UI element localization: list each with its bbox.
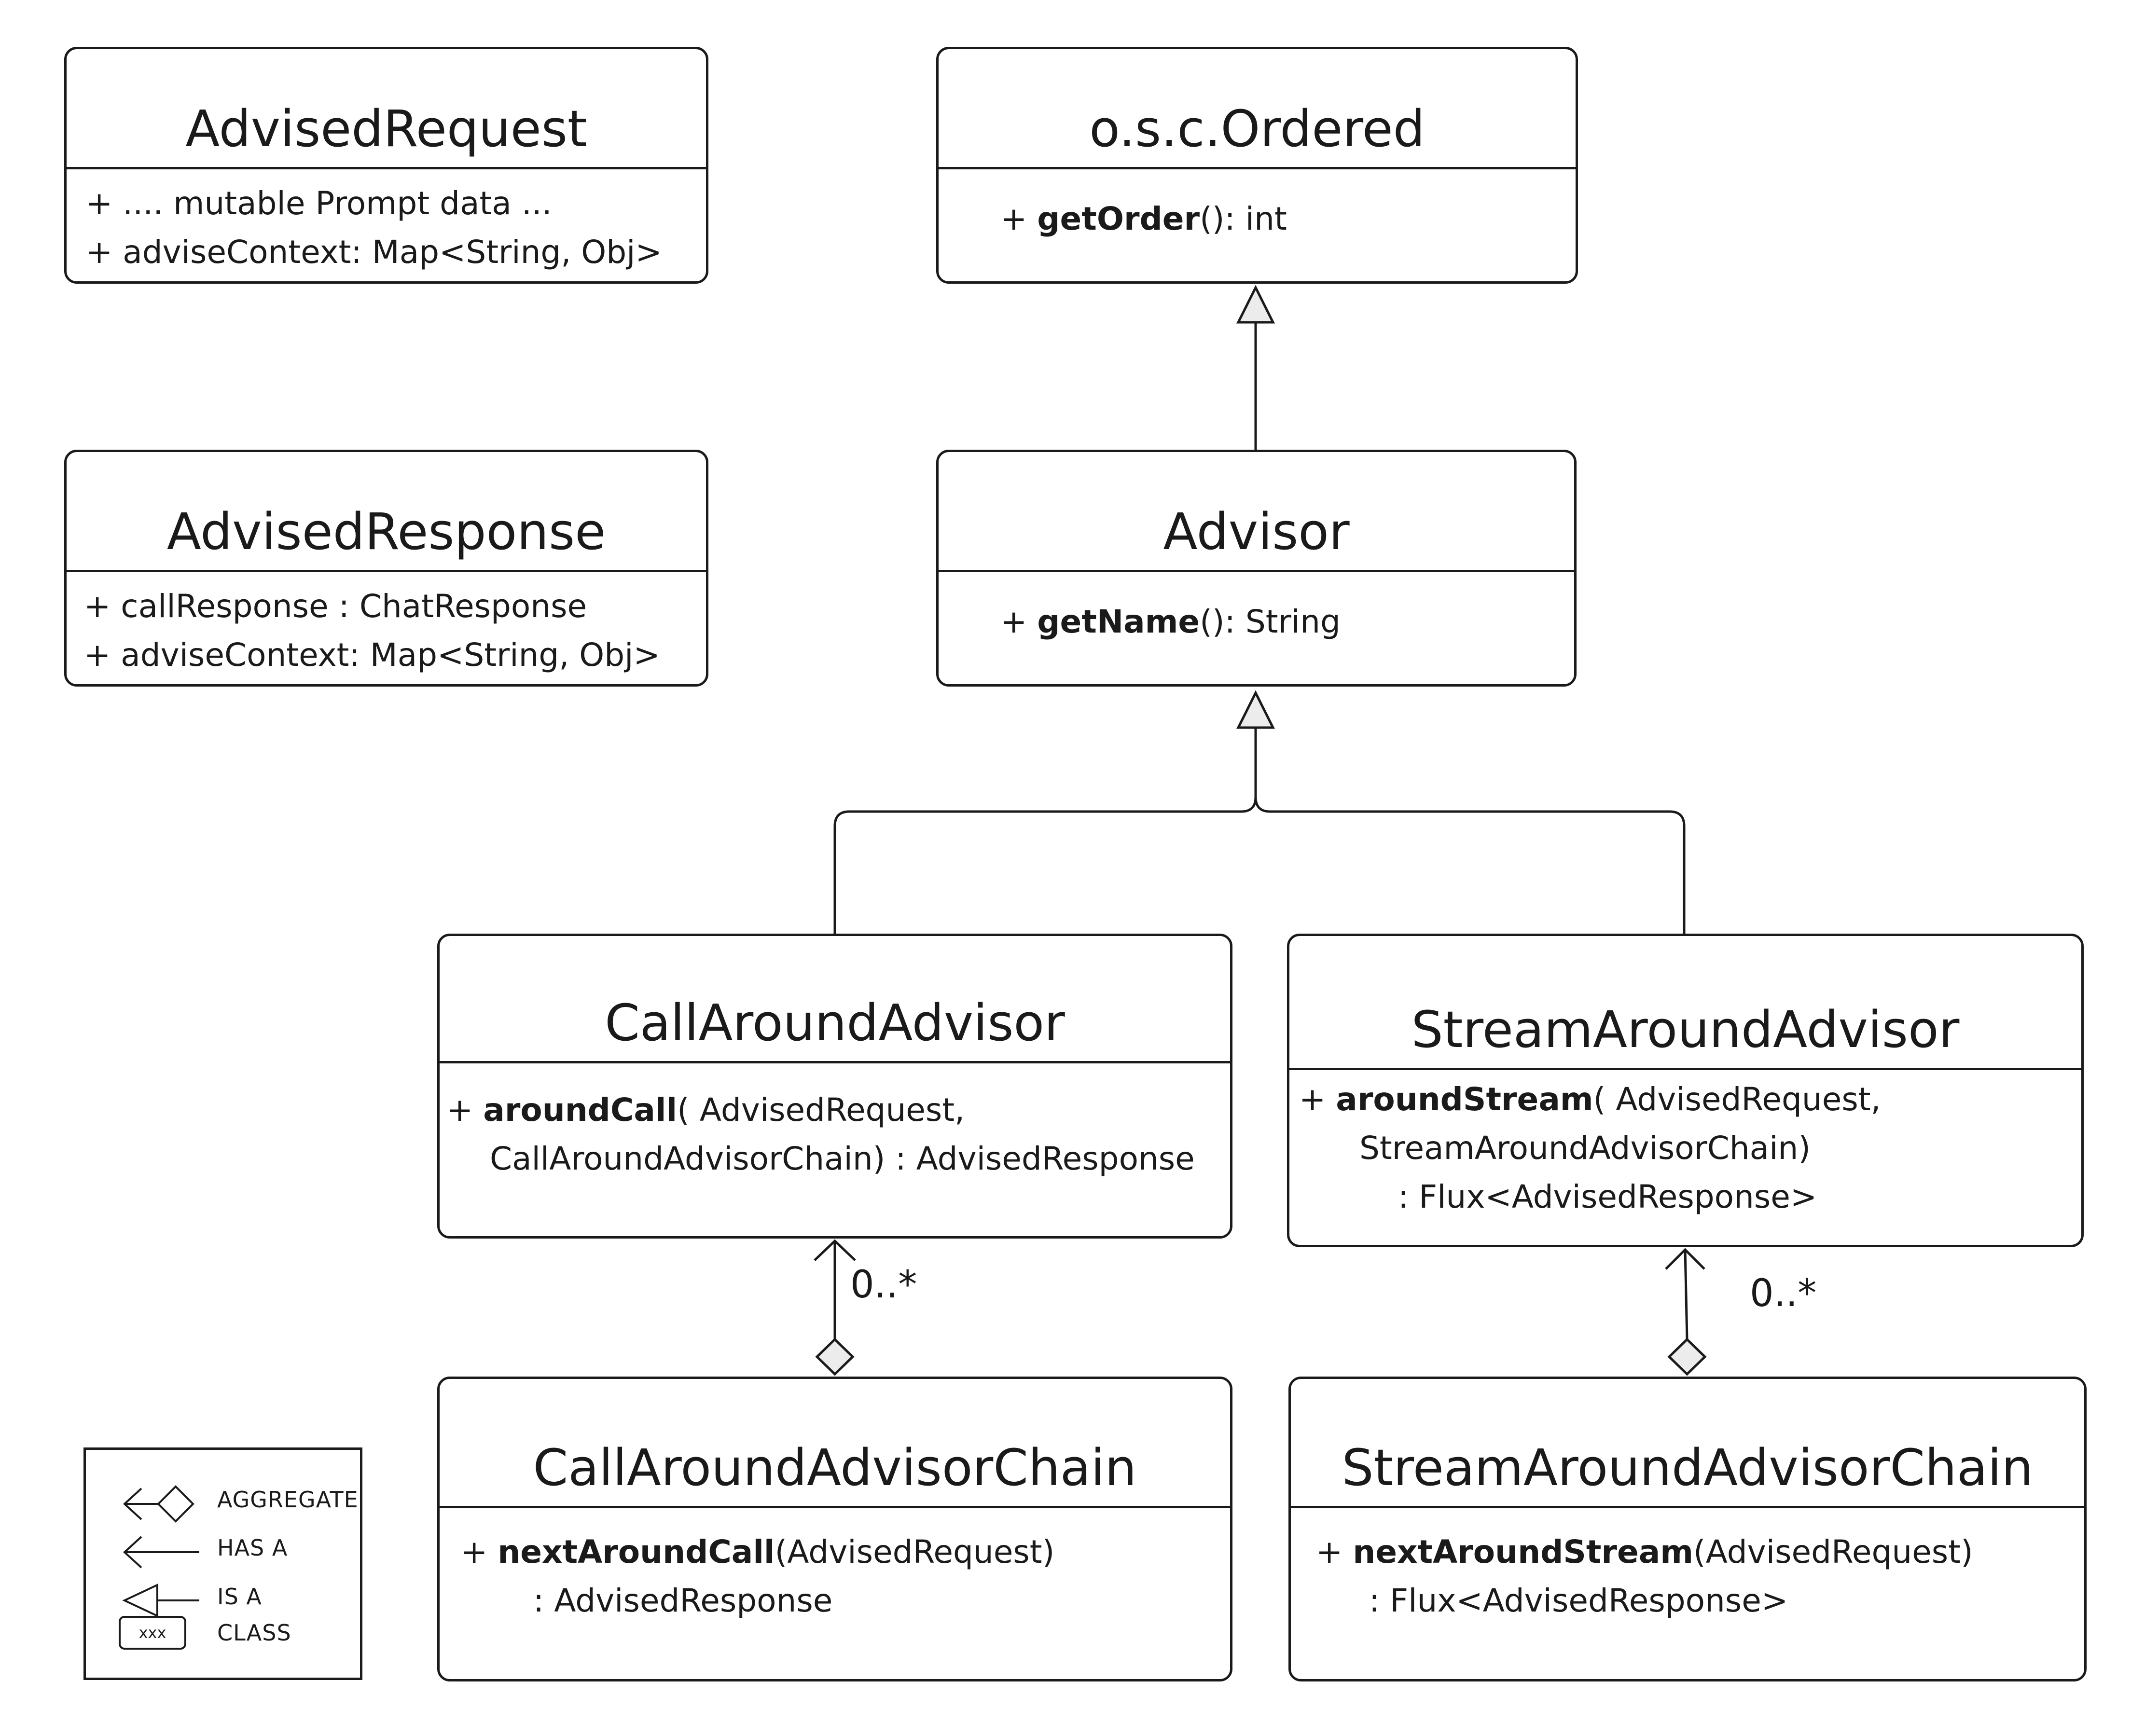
method-name: aroundCall (483, 1091, 678, 1129)
class-name: StreamAroundAdvisorChain (1291, 1379, 2084, 1508)
member-line: + callResponse : ChatResponse (84, 588, 587, 625)
legend-aggregate-arrowhead (123, 1488, 142, 1520)
generalization-triangle-ordered (1236, 285, 1275, 324)
class-stream-around-advisor: StreamAroundAdvisor + aroundStream( Advi… (1287, 934, 2084, 1247)
class-members: + .... mutable Prompt data ... + adviseC… (67, 169, 706, 276)
legend-aggregate-diamond (157, 1485, 194, 1523)
method-continuation: : Flux<AdvisedResponse> (1369, 1582, 1788, 1619)
class-advised-request: AdvisedRequest + .... mutable Prompt dat… (64, 47, 708, 284)
class-advisor: Advisor + getName(): String (936, 450, 1577, 687)
class-members: + aroundStream( AdvisedRequest, StreamAr… (1289, 1070, 2081, 1221)
visibility-marker: + (446, 1091, 484, 1129)
class-members: + aroundCall( AdvisedRequest, CallAround… (440, 1063, 1230, 1183)
class-name: CallAroundAdvisor (440, 936, 1230, 1063)
method-line: + nextAroundStream(AdvisedRequest) (1316, 1528, 2084, 1576)
class-advised-response: AdvisedResponse + callResponse : ChatRes… (64, 450, 708, 687)
class-name: CallAroundAdvisorChain (440, 1379, 1230, 1508)
method-line: + aroundCall( AdvisedRequest, (446, 1086, 1230, 1134)
method-name: getOrder (1037, 200, 1200, 237)
class-name: Advisor (939, 452, 1574, 572)
member-line: + .... mutable Prompt data ... (86, 185, 552, 222)
class-call-around-advisor-chain: CallAroundAdvisorChain + nextAroundCall(… (437, 1377, 1232, 1681)
legend-has-a-label: HAS A (217, 1535, 288, 1561)
method-continuation: : Flux<AdvisedResponse> (1398, 1178, 1817, 1215)
class-name: AdvisedRequest (67, 49, 706, 169)
legend: AGGREGATE HAS A IS A xxx CLASS (83, 1447, 362, 1680)
method-signature: (): int (1200, 200, 1287, 237)
method-line: + nextAroundCall(AdvisedRequest) (461, 1528, 1230, 1576)
class-members: + callResponse : ChatResponse + adviseCo… (67, 572, 706, 679)
legend-aggregate-label: AGGREGATE (217, 1487, 359, 1513)
legend-is-a-triangle (122, 1583, 158, 1618)
visibility-marker: + (1299, 1081, 1336, 1118)
method-signature: (): String (1200, 603, 1341, 640)
edge-stream-is-a-advisor (1254, 797, 1686, 934)
legend-class-label: CLASS (217, 1620, 291, 1646)
method-continuation: : AdvisedResponse (533, 1582, 833, 1619)
visibility-marker: + (1000, 603, 1038, 640)
aggregation-diamond-stream (1667, 1337, 1707, 1376)
class-name: o.s.c.Ordered (939, 49, 1576, 169)
multiplicity-call-chain: 0..* (850, 1263, 917, 1307)
class-name: AdvisedResponse (67, 452, 706, 572)
class-name: StreamAroundAdvisor (1289, 936, 2081, 1070)
visibility-marker: + (1000, 200, 1038, 237)
class-ordered: o.s.c.Ordered + getOrder(): int (936, 47, 1578, 284)
method-line: + getName(): String (954, 597, 1574, 646)
generalization-triangle-advisor (1236, 690, 1275, 729)
method-name: aroundStream (1336, 1081, 1593, 1118)
legend-has-a-arrowhead (123, 1536, 142, 1569)
class-members: + getOrder(): int (939, 169, 1576, 243)
class-stream-around-advisor-chain: StreamAroundAdvisorChain + nextAroundStr… (1288, 1377, 2087, 1681)
legend-is-a-label: IS A (217, 1584, 262, 1610)
aggregation-diamond-call (815, 1337, 855, 1376)
edge-call-chain-open-arrowhead (814, 1239, 856, 1261)
method-signature: ( AdvisedRequest, (677, 1091, 965, 1129)
class-members: + getName(): String (939, 572, 1574, 646)
visibility-marker: + (1316, 1533, 1353, 1571)
edge-call-is-a-advisor (833, 728, 1257, 934)
class-call-around-advisor: CallAroundAdvisor + aroundCall( AdvisedR… (437, 934, 1232, 1239)
method-signature: ( AdvisedRequest, (1593, 1081, 1881, 1118)
member-line: + adviseContext: Map<String, Obj> (84, 636, 660, 674)
method-name: nextAroundCall (498, 1533, 775, 1571)
method-name: getName (1037, 603, 1200, 640)
class-members: + nextAroundStream(AdvisedRequest) : Flu… (1291, 1508, 2084, 1625)
visibility-marker: + (461, 1533, 498, 1571)
method-name: nextAroundStream (1353, 1533, 1694, 1571)
class-members: + nextAroundCall(AdvisedRequest) : Advis… (440, 1508, 1230, 1625)
multiplicity-stream-chain: 0..* (1750, 1272, 1817, 1315)
method-signature: (AdvisedRequest) (775, 1533, 1055, 1571)
method-continuation: StreamAroundAdvisorChain) (1359, 1130, 1811, 1167)
edge-stream-chain-open-arrowhead (1665, 1248, 1705, 1270)
member-line: + adviseContext: Map<String, Obj> (86, 234, 662, 271)
method-continuation: CallAroundAdvisorChain) : AdvisedRespons… (490, 1140, 1195, 1177)
method-signature: (AdvisedRequest) (1693, 1533, 1973, 1571)
method-line: + getOrder(): int (954, 194, 1576, 243)
edge-stream-chain-aggregates-stream (1684, 1249, 1688, 1340)
legend-class-sample: xxx (119, 1616, 186, 1650)
method-line: + aroundStream( AdvisedRequest, (1299, 1075, 2081, 1124)
